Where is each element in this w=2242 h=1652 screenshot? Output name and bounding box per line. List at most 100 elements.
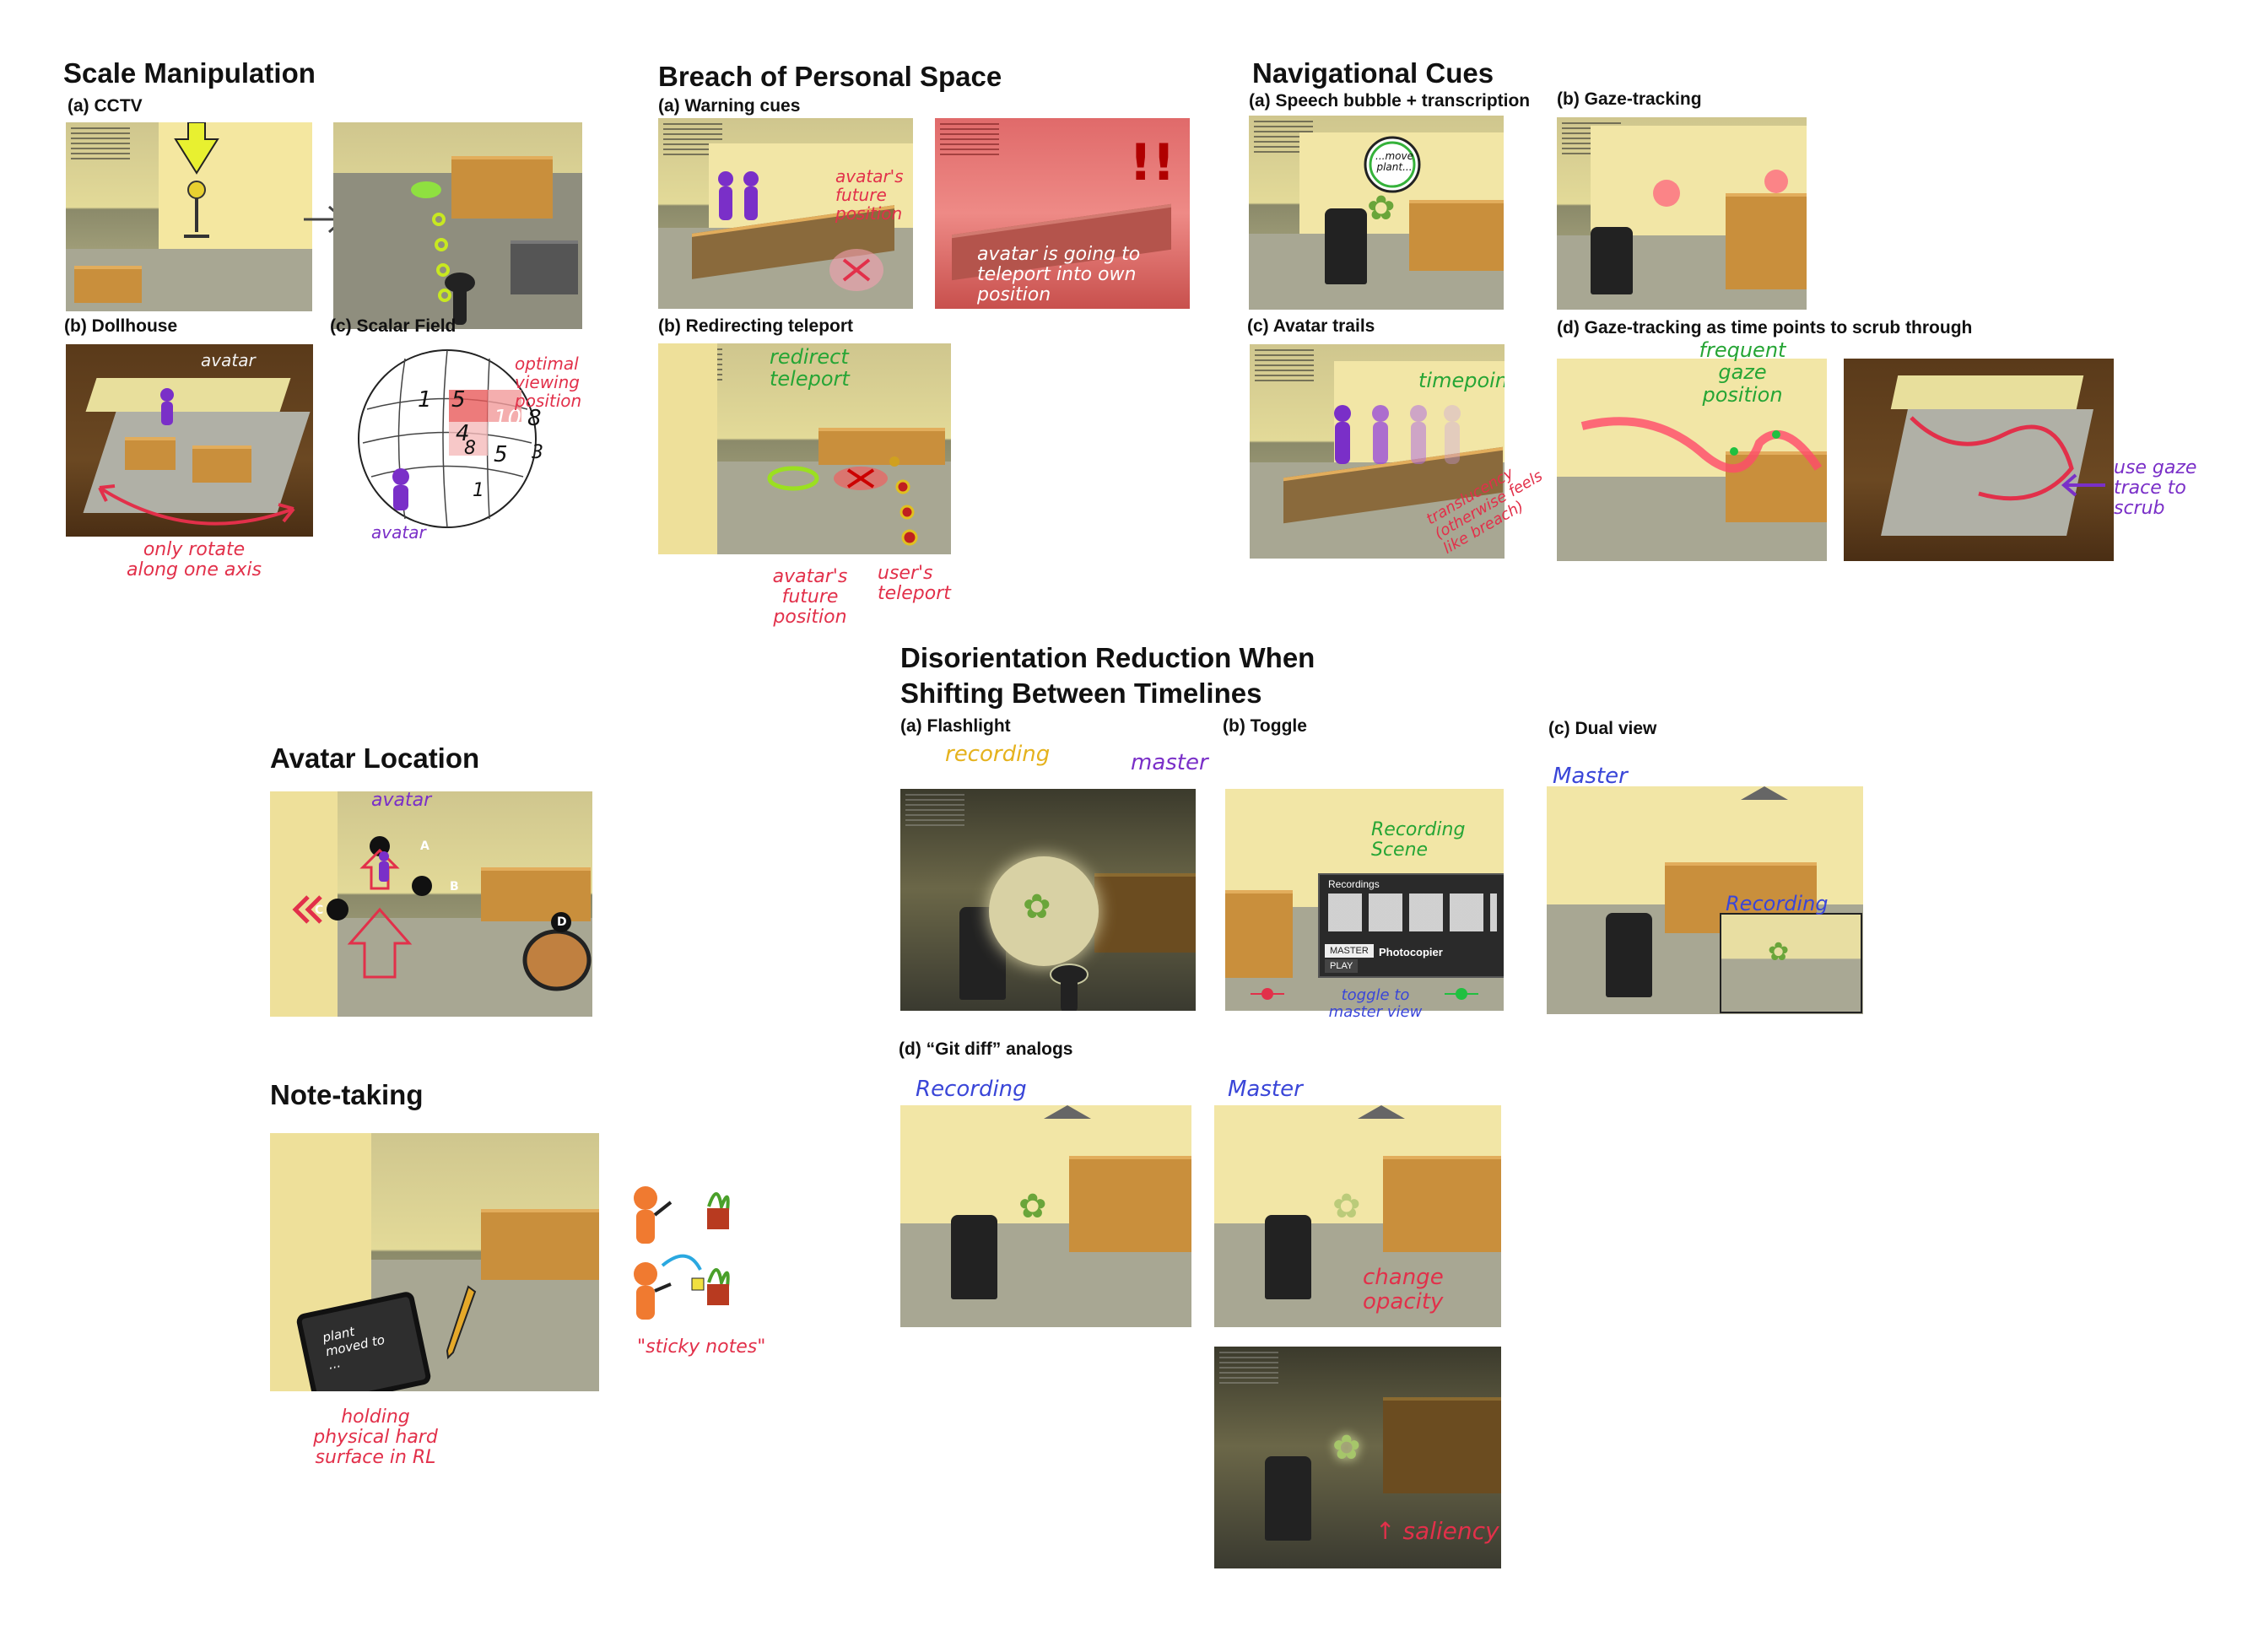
gaze-scrub-screenshot-2 <box>1844 359 2114 561</box>
use-gaze-annotation: use gaze trace to scrub <box>2114 457 2197 520</box>
disorientation-title-1: Disorientation Reduction When <box>900 642 1315 673</box>
breach-title: Breach of Personal Space <box>658 61 1002 92</box>
recording-inset-view: ✿ <box>1720 913 1862 1013</box>
avatar-pair-icon <box>718 171 759 220</box>
recordings-panel: Recordings MASTER PLAY Photocopier <box>1318 873 1504 978</box>
vr-controller-icon-2 <box>1050 964 1089 1011</box>
grid-value-9: 1 <box>473 480 484 501</box>
master-annotation-2: Master <box>1553 764 1628 789</box>
disorientation-title-2: Shifting Between Timelines <box>900 678 1262 709</box>
teleport-warning-annotation: avatar is going to teleport into own pos… <box>977 244 1141 306</box>
marker-d: D <box>557 915 567 929</box>
toggle-controllers-icon <box>1251 988 1478 1000</box>
marker-b: B <box>450 880 459 893</box>
dollhouse-screenshot: avatar <box>66 344 313 537</box>
master-annotation-3: Master <box>1228 1077 1303 1102</box>
toggle-label: (b) Toggle <box>1223 716 1307 736</box>
speech-bubble-screenshot: ✿ ...move plant... <box>1249 116 1504 310</box>
frequent-gaze-annotation: frequent gaze position <box>1699 338 1786 407</box>
warning-red-screenshot: !! avatar is going to teleport into own … <box>935 118 1190 309</box>
cctv-screenshot <box>66 122 312 311</box>
teleport-trail-icon <box>411 181 451 302</box>
scale-manipulation-title: Scale Manipulation <box>63 57 316 89</box>
gaze-path-icon <box>1580 417 1823 473</box>
flashlight-label: (a) Flashlight <box>900 716 1011 736</box>
git-diff-master-screenshot: ✿ <box>1214 1105 1501 1327</box>
dual-view-screenshot: ✿ <box>1547 786 1863 1014</box>
grid-value-4: 8 <box>464 438 476 459</box>
warning-cues-label: (a) Warning cues <box>658 96 801 116</box>
vr-controller-icon <box>445 273 475 325</box>
note-taking-title: Note-taking <box>270 1079 424 1110</box>
speech-bubble-icon <box>1364 136 1421 193</box>
avatar-location-cues-icon <box>292 836 592 991</box>
toggle-master-annotation: toggle to master view <box>1328 986 1423 1021</box>
navigational-cues-title: Navigational Cues <box>1252 57 1494 89</box>
note-taking-screenshot: plant moved to ... <box>270 1133 599 1391</box>
scrub-arrow-icon <box>2061 473 2105 497</box>
gaze-hotspot-icon <box>1653 170 1788 207</box>
toggle-screenshot: Recordings MASTER PLAY Photocopier <box>1225 789 1504 1011</box>
gaze-tracking-label: (b) Gaze-tracking <box>1557 89 1702 109</box>
recording-annotation: recording <box>945 742 1051 767</box>
avatar-location-annotation: avatar <box>371 790 432 811</box>
speech-bubble-label: (a) Speech bubble + transcription <box>1249 91 1531 111</box>
marker-c: C <box>315 904 324 917</box>
future-position-annotation-2: avatar's future position <box>772 566 848 629</box>
scalar-avatar-annotation: avatar <box>371 522 426 543</box>
exclamation-annotation: !! <box>1129 133 1175 192</box>
marker-a: A <box>420 839 429 853</box>
avatar-location-screenshot <box>270 791 592 1017</box>
rotate-arrow-icon <box>98 484 295 526</box>
recording-scene-annotation: Recording Scene <box>1371 819 1466 861</box>
saliency-annotation: ↑ saliency <box>1375 1517 1499 1545</box>
scalar-field-label: (c) Scalar Field <box>330 316 457 336</box>
scalar-field-sphere-icon <box>358 349 537 528</box>
recording-annotation-3: Recording <box>916 1077 1027 1102</box>
avatar-figure-icon <box>160 388 174 425</box>
grid-value-6: 8 <box>527 406 542 431</box>
gaze-tracking-screenshot <box>1557 117 1807 310</box>
master-annotation: master <box>1131 750 1208 775</box>
rotate-annotation: only rotate along one axis <box>127 539 262 581</box>
avatar-trail-icon <box>1334 405 1461 464</box>
master-tab[interactable]: MASTER <box>1325 944 1374 958</box>
git-diff-saliency-screenshot: ✿ <box>1214 1347 1501 1568</box>
avatar-annotation: avatar <box>201 350 256 370</box>
sticky-notes-annotation: "sticky notes" <box>637 1336 766 1358</box>
photocopier-label: Photocopier <box>1379 946 1443 958</box>
grid-value-8: 3 <box>532 442 543 463</box>
cctv-camera-icon <box>174 122 219 238</box>
grid-value-3: 4 <box>456 421 470 446</box>
avatar-figure-icon-2 <box>379 851 389 882</box>
warning-cues-screenshot <box>658 118 913 309</box>
recordings-panel-title: Recordings <box>1328 878 1380 890</box>
cctv-overhead-screenshot <box>333 122 582 329</box>
git-diff-label: (d) “Git diff” analogs <box>899 1039 1073 1059</box>
avatar-trails-label: (c) Avatar trails <box>1247 316 1375 336</box>
grid-value-7: 5 <box>494 442 508 467</box>
dual-view-label: (c) Dual view <box>1548 719 1657 738</box>
optimal-viewing-annotation: optimal viewing position <box>515 354 582 411</box>
recording-annotation-2: Recording <box>1726 892 1829 915</box>
cctv-label: (a) CCTV <box>68 96 143 116</box>
x-mark-icon <box>829 249 883 291</box>
git-diff-recording-screenshot: ✿ <box>900 1105 1191 1327</box>
gaze-scrub-screenshot-1 <box>1557 359 1827 561</box>
future-position-annotation: avatar's future position <box>835 166 904 224</box>
redirect-teleport-annotation: redirect teleport <box>770 345 850 391</box>
flashlight-circle <box>989 856 1099 966</box>
pencil-icon <box>446 1285 477 1360</box>
grid-value-5: 10 <box>494 406 522 431</box>
change-opacity-annotation: change opacity <box>1363 1265 1444 1315</box>
grid-value-2: 5 <box>451 387 466 413</box>
flashlight-screenshot: ✿ <box>900 789 1196 1011</box>
play-button[interactable]: PLAY <box>1325 959 1359 973</box>
dollhouse-label: (b) Dollhouse <box>64 316 178 336</box>
holding-surface-annotation: holding physical hard surface in RL <box>313 1406 438 1469</box>
avatar-location-title: Avatar Location <box>270 742 480 774</box>
teleport-markers-icon <box>767 456 918 546</box>
redirecting-teleport-screenshot <box>658 343 951 554</box>
